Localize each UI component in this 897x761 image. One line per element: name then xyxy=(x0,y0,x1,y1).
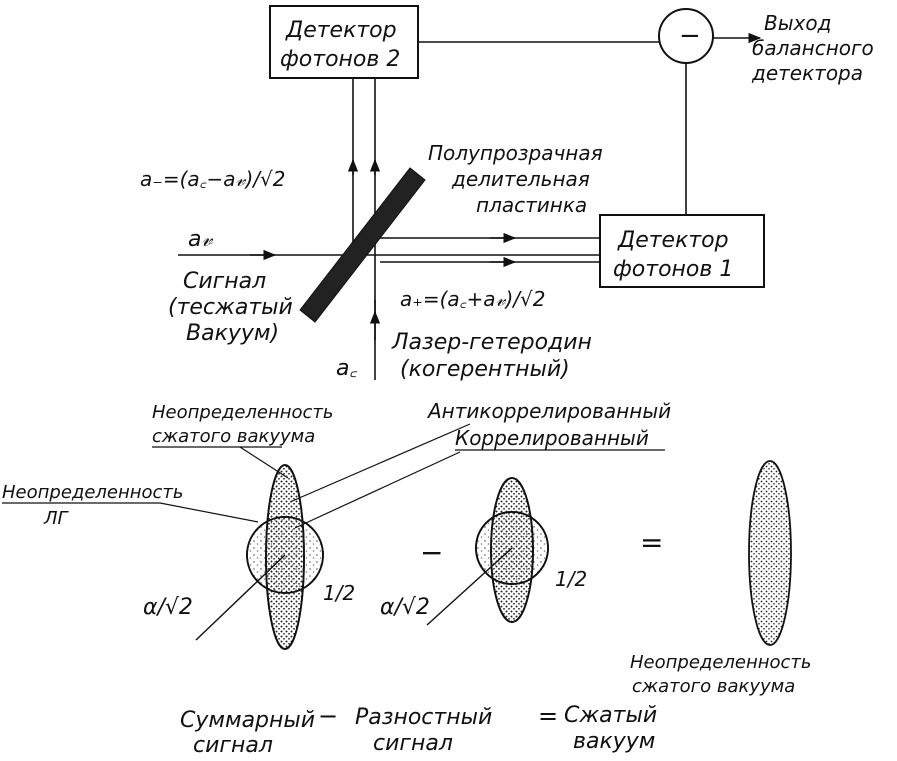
sum-half-label: 1/2 xyxy=(323,581,355,605)
sum-alpha-vector xyxy=(195,554,286,641)
beam-splitter-plate xyxy=(299,167,426,323)
sum-lo-circle-outline xyxy=(246,516,324,594)
difference-signal-figure: 1/2 α/√2 xyxy=(380,477,587,626)
diff-alpha-label: α/√2 xyxy=(380,595,430,620)
diff-squeezed-ellipse-overlay xyxy=(490,477,534,623)
a-v-label: a𝓋 xyxy=(188,227,213,252)
correlated-label: Коррелированный xyxy=(455,426,649,450)
a-minus-formula: a₋=(a꜀−a𝓋)/√2 xyxy=(140,167,285,191)
sum-signal-caption-line2: сигнал xyxy=(193,733,273,756)
sum-squeezed-ellipse-overlay xyxy=(265,464,305,650)
subtractor-minus-symbol: − xyxy=(679,21,701,51)
beamsplitter-label-line3: пластинка xyxy=(476,193,587,217)
operator-minus: − xyxy=(420,536,443,569)
output-label-line1: Выход xyxy=(764,11,831,35)
diff-half-label: 1/2 xyxy=(555,567,587,591)
detector-1-label-line1: Детектор xyxy=(617,228,729,253)
a-c-label: a꜀ xyxy=(336,356,357,381)
squeezed-uncertainty-top-line1: Неопределенность xyxy=(152,402,334,423)
lo-uncertainty-line1: Неопределенность xyxy=(2,482,184,503)
squeezed-vacuum-caption-line2: вакуум xyxy=(573,729,655,754)
difference-signal-caption-line2: сигнал xyxy=(373,731,453,756)
detector-2-label-line1: Детектор xyxy=(285,18,397,43)
signal-label-line1: Сигнал xyxy=(183,269,266,294)
beamsplitter-label-line2: делительная xyxy=(451,167,590,191)
diff-alpha-vector xyxy=(426,547,513,626)
sum-signal-figure: 1/2 α/√2 xyxy=(143,464,355,650)
detector-1-box xyxy=(599,214,765,288)
operator-equals: = xyxy=(640,526,663,559)
diff-lo-circle-outline xyxy=(475,511,549,585)
lo-uncertainty-pointer xyxy=(159,502,259,523)
detector-1-label-line2: фотонов 1 xyxy=(613,257,733,282)
local-oscillator-label-line2: (когерентный) xyxy=(400,357,570,382)
squeezed-uncertainty-bottom-line1: Неопределенность xyxy=(630,652,812,673)
beamsplitter-label-line1: Полупрозрачная xyxy=(428,141,603,165)
signal-label-line3: Вакуум) xyxy=(186,321,279,346)
lo-uncertainty-line2: ЛГ xyxy=(43,508,70,529)
output-label-line3: детектора xyxy=(751,61,863,85)
sum-signal-caption-line1: Суммарный xyxy=(180,708,315,733)
anticorrelated-label: Антикоррелированный xyxy=(426,399,671,423)
bottom-equals: = xyxy=(538,702,558,730)
sum-alpha-label: α/√2 xyxy=(143,595,193,620)
correlated-pointer xyxy=(294,451,461,529)
difference-signal-caption-line1: Разностный xyxy=(355,705,492,730)
squeezed-uncertainty-top-line2: сжатого вакуума xyxy=(152,426,315,447)
bottom-minus: − xyxy=(318,702,338,730)
signal-label-line2: (тесжатый xyxy=(168,295,293,320)
squeezed-uncertainty-bottom-line2: сжатого вакуума xyxy=(632,676,795,697)
squeezed-vacuum-ellipse xyxy=(748,460,792,646)
detector-2-label-line2: фотонов 2 xyxy=(280,47,400,72)
a-plus-formula: a₊=(a꜀+a𝓋)/√2 xyxy=(400,287,545,311)
anticorrelated-pointer xyxy=(289,423,471,503)
local-oscillator-label-line1: Лазер-гетеродин xyxy=(391,330,592,355)
output-label-line2: балансного xyxy=(752,36,874,60)
squeezed-vacuum-caption-line1: Сжатый xyxy=(564,703,657,728)
